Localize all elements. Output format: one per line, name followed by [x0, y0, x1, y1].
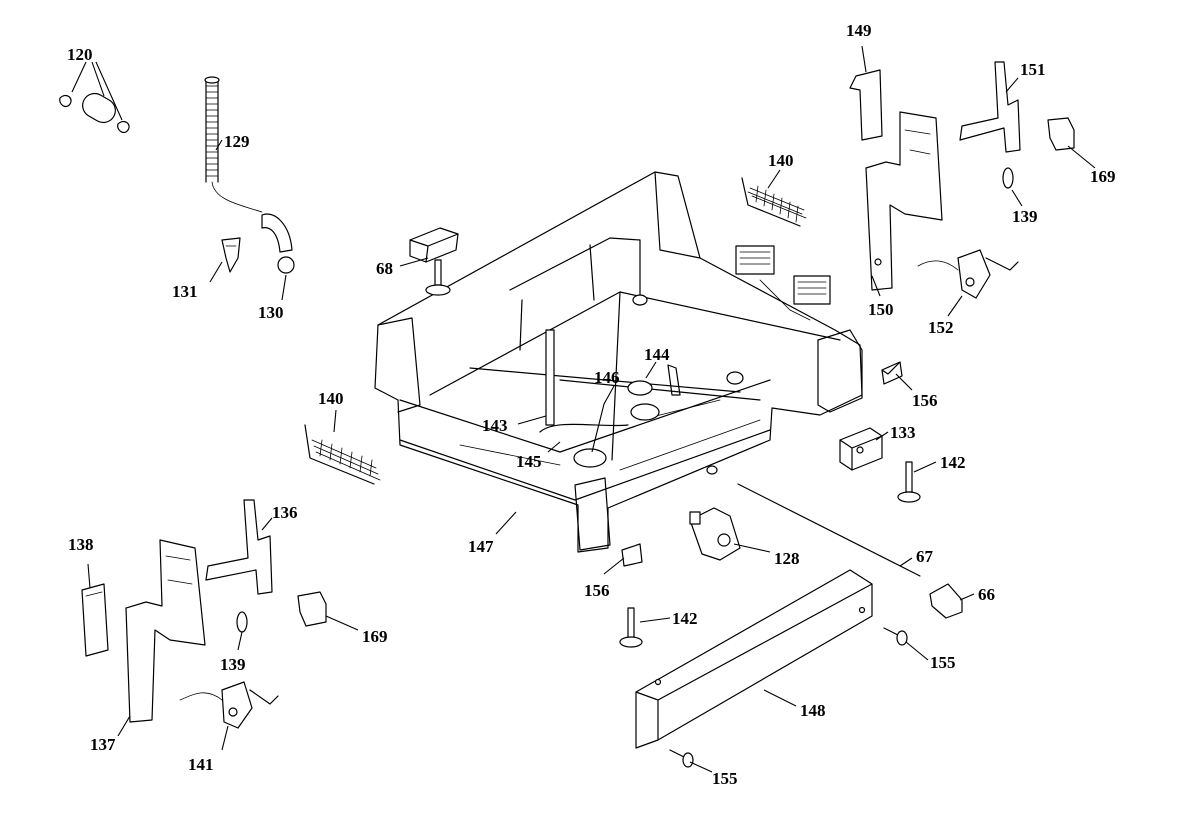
callout-131: 131	[172, 282, 198, 301]
callout-139-lower: 139	[220, 655, 246, 674]
panel-cover-149	[849, 69, 883, 141]
callout-147: 147	[468, 537, 494, 556]
callout-129: 129	[224, 132, 250, 151]
callout-130: 130	[258, 303, 284, 322]
side-bracket-150	[865, 111, 943, 291]
callout-140-left: 140	[318, 389, 344, 408]
switch-block-169-top	[1047, 117, 1075, 151]
drain-hose-129	[204, 76, 295, 274]
callout-156-lower: 156	[584, 581, 610, 600]
callout-155-upper: 155	[930, 653, 956, 672]
clip-139-lower	[236, 611, 248, 633]
clip-156-lower	[621, 543, 643, 567]
callout-169-top: 169	[1090, 167, 1116, 186]
callout-133: 133	[890, 423, 916, 442]
spring-140-left	[304, 424, 381, 485]
bracket-151	[959, 61, 1021, 189]
clip-156-right	[881, 361, 903, 385]
door-switch-152	[917, 249, 1019, 299]
callout-151: 151	[1020, 60, 1046, 79]
callout-66: 66	[978, 585, 995, 604]
side-bracket-137	[125, 539, 206, 723]
wiring-connectors	[735, 245, 831, 321]
callout-68: 68	[376, 259, 393, 278]
door-switch-141	[179, 681, 279, 729]
callout-137: 137	[90, 735, 116, 754]
callout-155-lower: 155	[712, 769, 738, 788]
bracket-136	[205, 499, 273, 595]
toe-kick-148	[635, 569, 873, 749]
callout-148: 148	[800, 701, 826, 720]
screw-155-lower	[669, 749, 694, 768]
leveling-foot-142-lower	[619, 607, 643, 648]
callout-144: 144	[644, 345, 670, 364]
hose-coupling-120	[59, 92, 130, 134]
rod-67	[737, 483, 963, 619]
callout-150: 150	[868, 300, 894, 319]
clamp-block-68	[409, 227, 459, 296]
callout-labels: 120 129 131 130 149 151 169 139 140 150 …	[67, 21, 1116, 788]
leveling-foot-142-right	[897, 461, 921, 503]
callout-142-lower: 142	[672, 609, 698, 628]
callout-145: 145	[516, 452, 542, 471]
callout-120: 120	[67, 45, 93, 64]
callout-142-right: 142	[940, 453, 966, 472]
callout-156-right: 156	[912, 391, 938, 410]
switch-block-169-lower	[297, 591, 327, 627]
callout-169-lower: 169	[362, 627, 388, 646]
spring-140-top	[741, 177, 807, 227]
callout-146: 146	[594, 368, 620, 387]
panel-cover-138	[81, 583, 109, 657]
leader-lines	[71, 45, 1096, 773]
callout-139-top: 139	[1012, 207, 1038, 226]
callout-152: 152	[928, 318, 954, 337]
hose-clip-131	[221, 237, 241, 273]
callout-67: 67	[916, 547, 934, 566]
callout-143: 143	[482, 416, 508, 435]
base-tub	[374, 171, 863, 553]
callout-138: 138	[68, 535, 94, 554]
callout-140-top: 140	[768, 151, 794, 170]
bracket-133	[839, 427, 883, 471]
callout-128: 128	[774, 549, 800, 568]
inlet-valve-128	[689, 507, 741, 561]
callout-141: 141	[188, 755, 214, 774]
callout-149: 149	[846, 21, 872, 40]
screw-155-upper	[883, 627, 908, 646]
callout-136: 136	[272, 503, 298, 522]
